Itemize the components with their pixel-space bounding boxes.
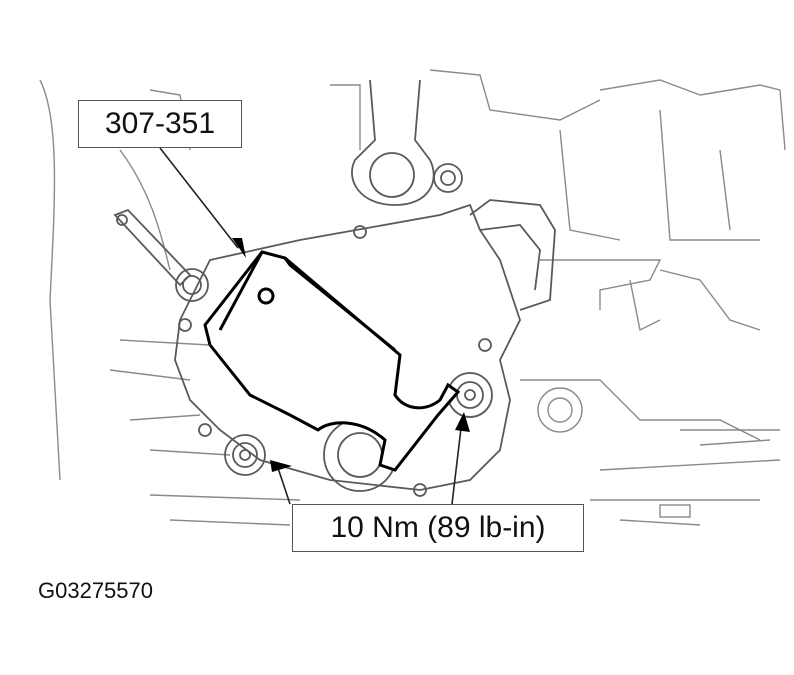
special-tool-307-351: [203, 250, 461, 472]
tool-number-callout: 307-351: [78, 100, 242, 148]
figure-id: G03275570: [38, 578, 153, 603]
tool-arrow-icon: [232, 238, 246, 258]
torque-spec-callout: 10 Nm (89 lb-in): [292, 504, 584, 552]
torque-spec-label: 10 Nm (89 lb-in): [330, 511, 546, 544]
alignment-lever: [113, 208, 192, 287]
callout-leaders: [159, 147, 470, 505]
manual-lever-shaft: [351, 79, 463, 206]
bolt-arrow-left-icon: [270, 460, 292, 472]
bolt-arrow-right-icon: [455, 412, 470, 432]
tool-number-label: 307-351: [104, 107, 216, 140]
transmission-case-outline: [39, 69, 786, 526]
